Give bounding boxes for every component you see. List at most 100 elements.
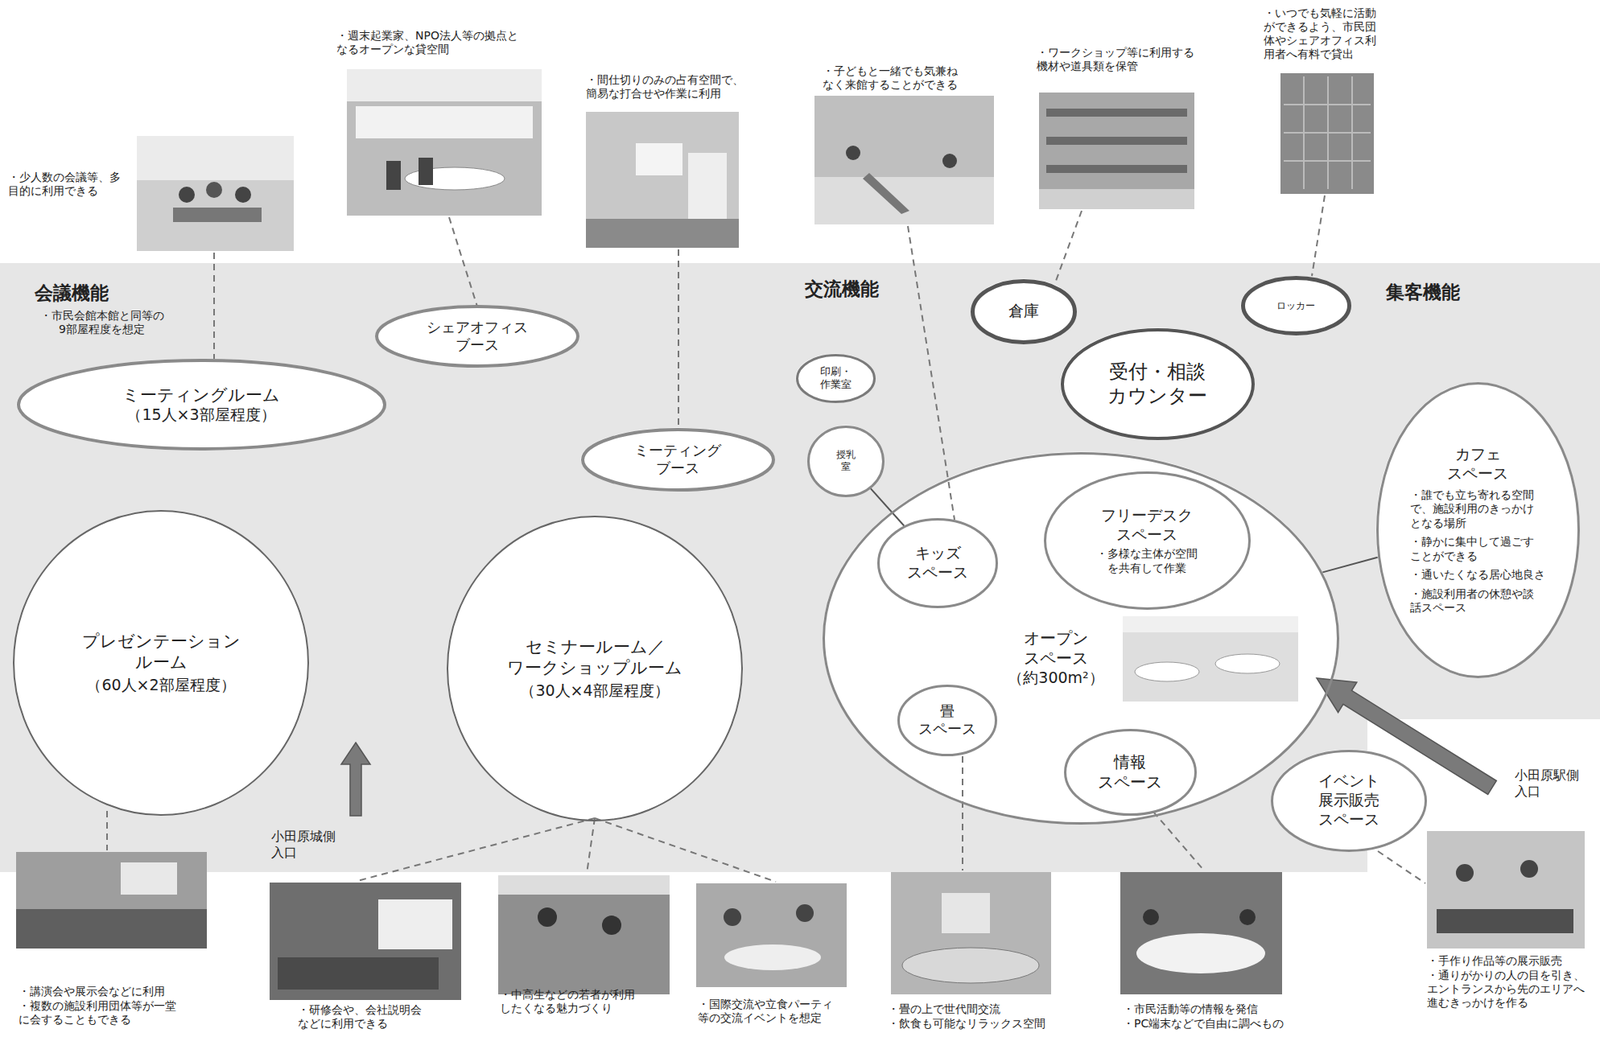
photo-note: ・子どもと一緒でも気兼ね なく来館することができる xyxy=(822,64,961,92)
photo-detail xyxy=(795,904,814,923)
photo-frame xyxy=(1280,73,1374,194)
photo-detail xyxy=(1283,76,1371,190)
photo-detail xyxy=(120,862,178,895)
node-text-group: オープン スペース（約300m²） xyxy=(1007,628,1104,689)
node-fill xyxy=(1376,382,1580,679)
node-title: プレゼンテーション ルーム xyxy=(80,630,242,674)
node-title: ロッカー xyxy=(1276,300,1316,313)
photo-note: ・市民活動等の情報を発信 xyxy=(1122,1002,1258,1017)
node-title: オープン スペース xyxy=(1022,628,1089,669)
photo-note: ・飲食も可能なリラックス空間 xyxy=(887,1017,1046,1031)
leader-line xyxy=(357,818,595,882)
leader-line xyxy=(1311,195,1325,277)
photo-detail xyxy=(277,957,439,990)
ellipse-outline xyxy=(1376,382,1580,679)
photo-frame xyxy=(1120,872,1283,995)
node-text-group: 授乳 室 xyxy=(835,449,858,474)
node-text-group: セミナールーム／ ワークショップルーム（30人×4部屋程度） xyxy=(506,636,685,702)
photo-note: ・畳の上で世代間交流 xyxy=(887,1002,1001,1017)
connector-line xyxy=(1322,557,1378,574)
cafe-space: カフェ スペース・誰でも立ち寄れる空間 で、施設利用のきっかけ となる場所・静か… xyxy=(1376,382,1580,679)
photo xyxy=(1280,73,1374,194)
node-fill xyxy=(12,510,310,817)
photo-detail xyxy=(723,908,742,927)
leader-line xyxy=(677,249,680,429)
node-fill xyxy=(1270,750,1427,853)
node-fill xyxy=(581,428,776,492)
photo-detail xyxy=(1239,909,1256,926)
photo-detail xyxy=(178,186,195,203)
photo-detail xyxy=(498,875,670,895)
photo-detail xyxy=(688,152,727,224)
photo-detail xyxy=(346,69,542,102)
leader-line xyxy=(1055,210,1082,281)
photo-detail xyxy=(845,145,861,161)
node-title: イベント 展示販売 スペース xyxy=(1317,771,1382,829)
photo-detail xyxy=(1142,909,1159,926)
node-fill xyxy=(1060,328,1255,441)
ellipse-border xyxy=(18,360,385,450)
locker: ロッカー xyxy=(1241,276,1352,336)
node-note: ・静かに集中して過ごす ことができる xyxy=(1410,535,1537,564)
photo xyxy=(696,883,847,988)
photo xyxy=(16,852,207,949)
photo-frame xyxy=(814,95,994,225)
photo-note: ・複数の施設利用団体等が一堂 に会することもできる xyxy=(18,999,179,1027)
ellipse-border xyxy=(1044,473,1250,610)
photo xyxy=(346,69,542,216)
photo-frame xyxy=(585,111,739,248)
photo-frame xyxy=(269,882,462,1001)
ellipse-border xyxy=(447,516,743,821)
node-note: （15人×3部屋程度） xyxy=(126,405,276,425)
nursing-room: 授乳 室 xyxy=(807,425,885,498)
photo-detail xyxy=(386,160,401,190)
photo xyxy=(269,882,462,1001)
photo-detail xyxy=(235,186,252,203)
node-fill xyxy=(16,358,387,451)
photo-note: ・間仕切りのみの占有空間で、 簡易な打合せや作業に利用 xyxy=(585,73,747,101)
leader-line xyxy=(907,226,955,520)
meeting-booth: ミーティング ブース xyxy=(581,428,776,492)
node-title: 受付・相談 カウンター xyxy=(1106,359,1209,409)
node-text-group: ミーティングルーム（15人×3部屋程度） xyxy=(122,384,281,425)
photo xyxy=(585,111,739,248)
photo xyxy=(1426,831,1585,949)
section-heading: 会議機能 xyxy=(34,281,109,305)
photo-detail xyxy=(537,907,557,928)
node-title: セミナールーム／ ワークショップルーム xyxy=(506,636,685,680)
ellipse-border xyxy=(1377,383,1579,678)
photo-frame xyxy=(346,69,542,216)
photo xyxy=(1039,92,1195,210)
photo-detail xyxy=(1039,189,1195,210)
photo-detail xyxy=(941,893,990,934)
ellipse-border xyxy=(13,511,309,816)
photo-detail xyxy=(814,177,994,225)
seminar-room: セミナールーム／ ワークショップルーム（30人×4部屋程度） xyxy=(446,515,743,822)
print-room: 印刷・ 作業室 xyxy=(795,354,876,404)
section-heading: 集客機能 xyxy=(1385,280,1460,304)
node-title: シェアオフィス ブース xyxy=(425,318,530,355)
photo-detail xyxy=(1436,909,1574,934)
node-note: （30人×4部屋程度） xyxy=(519,681,669,702)
node-note: （約300m²） xyxy=(1007,668,1104,689)
node-title: ミーティングルーム xyxy=(122,384,281,406)
node-text-group: シェアオフィス ブース xyxy=(425,318,530,355)
photo-note: ・講演会や展示会などに利用 xyxy=(18,985,165,999)
photo-frame xyxy=(498,875,670,995)
leader-line xyxy=(106,811,108,851)
leader-line xyxy=(586,818,595,875)
photo-detail xyxy=(942,153,957,169)
photo-frame xyxy=(1426,831,1585,949)
photo xyxy=(1122,616,1299,702)
node-title: カフェ スペース xyxy=(1446,445,1510,484)
ellipse-border xyxy=(1062,329,1254,439)
node-fill xyxy=(375,305,580,368)
leader-line xyxy=(961,756,964,871)
photo-detail xyxy=(1215,654,1280,674)
node-text-group: プレゼンテーション ルーム（60人×2部屋程度） xyxy=(80,630,242,696)
ellipse-border xyxy=(973,280,1076,343)
node-fill xyxy=(822,452,1340,825)
entrance-label: 小田原駅側 入口 xyxy=(1514,767,1582,800)
ellipse-border xyxy=(898,685,997,755)
